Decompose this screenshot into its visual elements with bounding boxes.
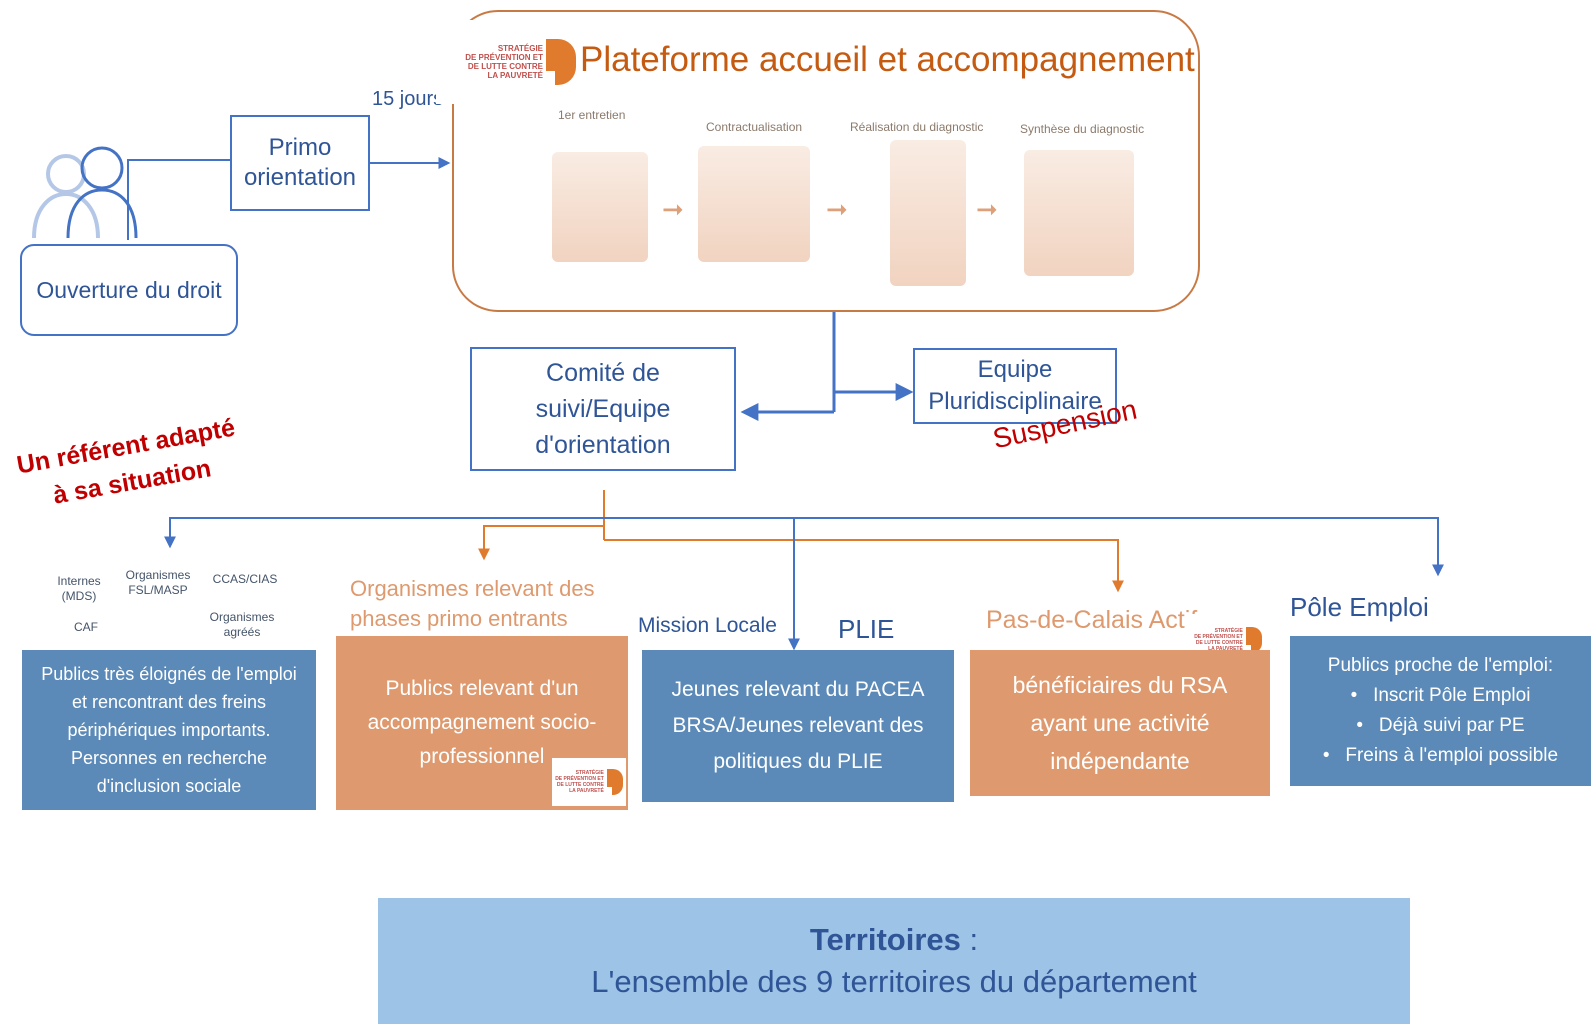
pole-emploi-bullet-1-text: Inscrit Pôle Emploi bbox=[1373, 685, 1531, 706]
independants-panel: bénéficiaires du RSA ayant une activité … bbox=[970, 650, 1270, 796]
step-label-2: Contractualisation bbox=[706, 120, 803, 134]
step-label-4: Synthèse du diagnostic bbox=[1020, 122, 1145, 136]
step-arrow-3: ➞ bbox=[976, 194, 998, 224]
socio-pro-text: Publics relevant d'un accompagnement soc… bbox=[367, 677, 597, 768]
strategy-logo-small-2-mark bbox=[1245, 627, 1262, 653]
step-label-3: Réalisation du diagnostic bbox=[850, 120, 984, 134]
primo-label-2: orientation bbox=[243, 164, 357, 191]
comite-line-1: Comité de bbox=[546, 359, 660, 387]
step-arrow-1: ➞ bbox=[662, 194, 684, 224]
pole-emploi-bullet-1: • Inscrit Pôle Emploi bbox=[1350, 685, 1531, 706]
comite-box: Comité de suivi/Equipe d'orientation bbox=[470, 347, 736, 471]
organismes-primo-heading: Organismes relevant des phases primo ent… bbox=[350, 574, 595, 634]
strategy-logo: STRATÉGIE DE PRÉVENTION ET DE LUTTE CONT… bbox=[436, 20, 576, 104]
equipe-box: Equipe Pluridisciplinaire bbox=[913, 348, 1117, 424]
logo-line-1: STRATÉGIE bbox=[497, 44, 543, 53]
pole-emploi-bullet-2-text: Déjà suivi par PE bbox=[1378, 715, 1525, 736]
equipe-line-1: Equipe bbox=[977, 356, 1053, 383]
logo-small-1-line-3: DE LUTTE CONTRE bbox=[556, 782, 604, 788]
territoires-colon: : bbox=[960, 922, 979, 957]
territoires-text: L'ensemble des 9 territoires du départem… bbox=[591, 964, 1197, 999]
logo-line-2: DE PRÉVENTION ET bbox=[465, 53, 543, 62]
delay-label: 15 jours bbox=[372, 88, 444, 110]
people-icon bbox=[32, 146, 138, 239]
logo-small-1-line-2: DE PRÉVENTION ET bbox=[555, 776, 604, 782]
pole-emploi-heading: Pôle Emploi bbox=[1290, 592, 1429, 622]
connector-person-primo bbox=[127, 159, 232, 240]
comite-line-2: suivi/Equipe bbox=[535, 395, 671, 423]
step-illustration-board bbox=[1024, 150, 1134, 276]
strategy-logo-small-1: STRATÉGIE DE PRÉVENTION ET DE LUTTE CONT… bbox=[552, 758, 626, 806]
plie-heading: PLIE bbox=[838, 614, 895, 644]
equipe-line-2: Pluridisciplinaire bbox=[928, 388, 1102, 415]
logo-small-1-line-4: LA PAUVRETÉ bbox=[569, 788, 604, 794]
blue-branch-right bbox=[604, 517, 1444, 577]
partner-agrees: Organismes agréés bbox=[209, 610, 275, 639]
pas-de-calais-heading: Pas-de-Calais Actif bbox=[986, 606, 1198, 634]
step-illustration-signpost bbox=[890, 140, 966, 286]
orange-branch-right bbox=[604, 539, 1124, 593]
blue-branch-left bbox=[164, 517, 604, 549]
platform-title: Plateforme accueil et accompagnement bbox=[580, 40, 1195, 79]
pole-emploi-bullet-3-text: Freins à l'emploi possible bbox=[1345, 745, 1559, 766]
strategy-logo-mark bbox=[546, 39, 576, 85]
comite-line-3: d'orientation bbox=[535, 431, 671, 459]
partner-caf: CAF bbox=[74, 620, 98, 634]
publics-eloignes-panel: Publics très éloignés de l'emploi et ren… bbox=[22, 650, 316, 810]
pole-emploi-bullet-2: • Déjà suivi par PE bbox=[1356, 715, 1525, 736]
logo-small-2-line-1: STRATÉGIE bbox=[1214, 628, 1243, 634]
pole-emploi-panel: Publics proche de l'emploi: • Inscrit Pô… bbox=[1290, 636, 1591, 786]
pole-emploi-bullet-3: • Freins à l'emploi possible bbox=[1322, 745, 1559, 766]
jeunes-panel: Jeunes relevant du PACEA BRSA/Jeunes rel… bbox=[642, 650, 954, 802]
orange-branch-left bbox=[478, 525, 604, 561]
logo-small-1-line-1: STRATÉGIE bbox=[575, 770, 604, 776]
pole-emploi-intro: Publics proche de l'emploi: bbox=[1327, 655, 1554, 676]
logo-small-2-line-3: DE LUTTE CONTRE bbox=[1195, 640, 1243, 646]
logo-line-4: LA PAUVRETÉ bbox=[487, 71, 543, 80]
mission-locale-heading: Mission Locale bbox=[638, 614, 777, 637]
partner-ccas: CCAS/CIAS bbox=[212, 572, 278, 586]
logo-line-3: DE LUTTE CONTRE bbox=[467, 62, 543, 71]
strategy-logo-small-1-mark bbox=[606, 769, 623, 795]
step-illustration-meeting bbox=[552, 152, 648, 262]
logo-small-2-line-2: DE PRÉVENTION ET bbox=[1194, 634, 1243, 640]
partner-fsl: Organismes FSL/MASP bbox=[125, 568, 191, 597]
organismes-head-2: phases primo entrants bbox=[350, 606, 568, 631]
ouverture-droit-label: Ouverture du droit bbox=[36, 276, 222, 303]
primo-orientation-box: Primo orientation bbox=[230, 115, 370, 211]
organismes-head-1: Organismes relevant des bbox=[350, 576, 595, 601]
logo-small-2-line-4: LA PAUVRETÉ bbox=[1208, 646, 1243, 652]
jeunes-text: Jeunes relevant du PACEA BRSA/Jeunes rel… bbox=[671, 678, 925, 773]
ouverture-droit-box: Ouverture du droit bbox=[20, 244, 238, 336]
territoires-title: Territoires bbox=[809, 922, 961, 957]
step-arrow-2: ➞ bbox=[826, 194, 848, 224]
primo-label-1: Primo bbox=[268, 134, 332, 161]
step-illustration-contract bbox=[698, 146, 810, 262]
blue-branch-mission bbox=[604, 517, 800, 651]
territoires-banner: Territoires : L'ensemble des 9 territoir… bbox=[378, 898, 1410, 1024]
territoires-title-line: Territoires : bbox=[810, 919, 978, 961]
step-label-1: 1er entretien bbox=[558, 108, 626, 122]
independants-text: bénéficiaires du RSA ayant une activité … bbox=[1012, 672, 1228, 774]
partner-internes: Internes (MDS) bbox=[57, 574, 101, 603]
publics-eloignes-text: Publics très éloignés de l'emploi et ren… bbox=[41, 664, 297, 796]
